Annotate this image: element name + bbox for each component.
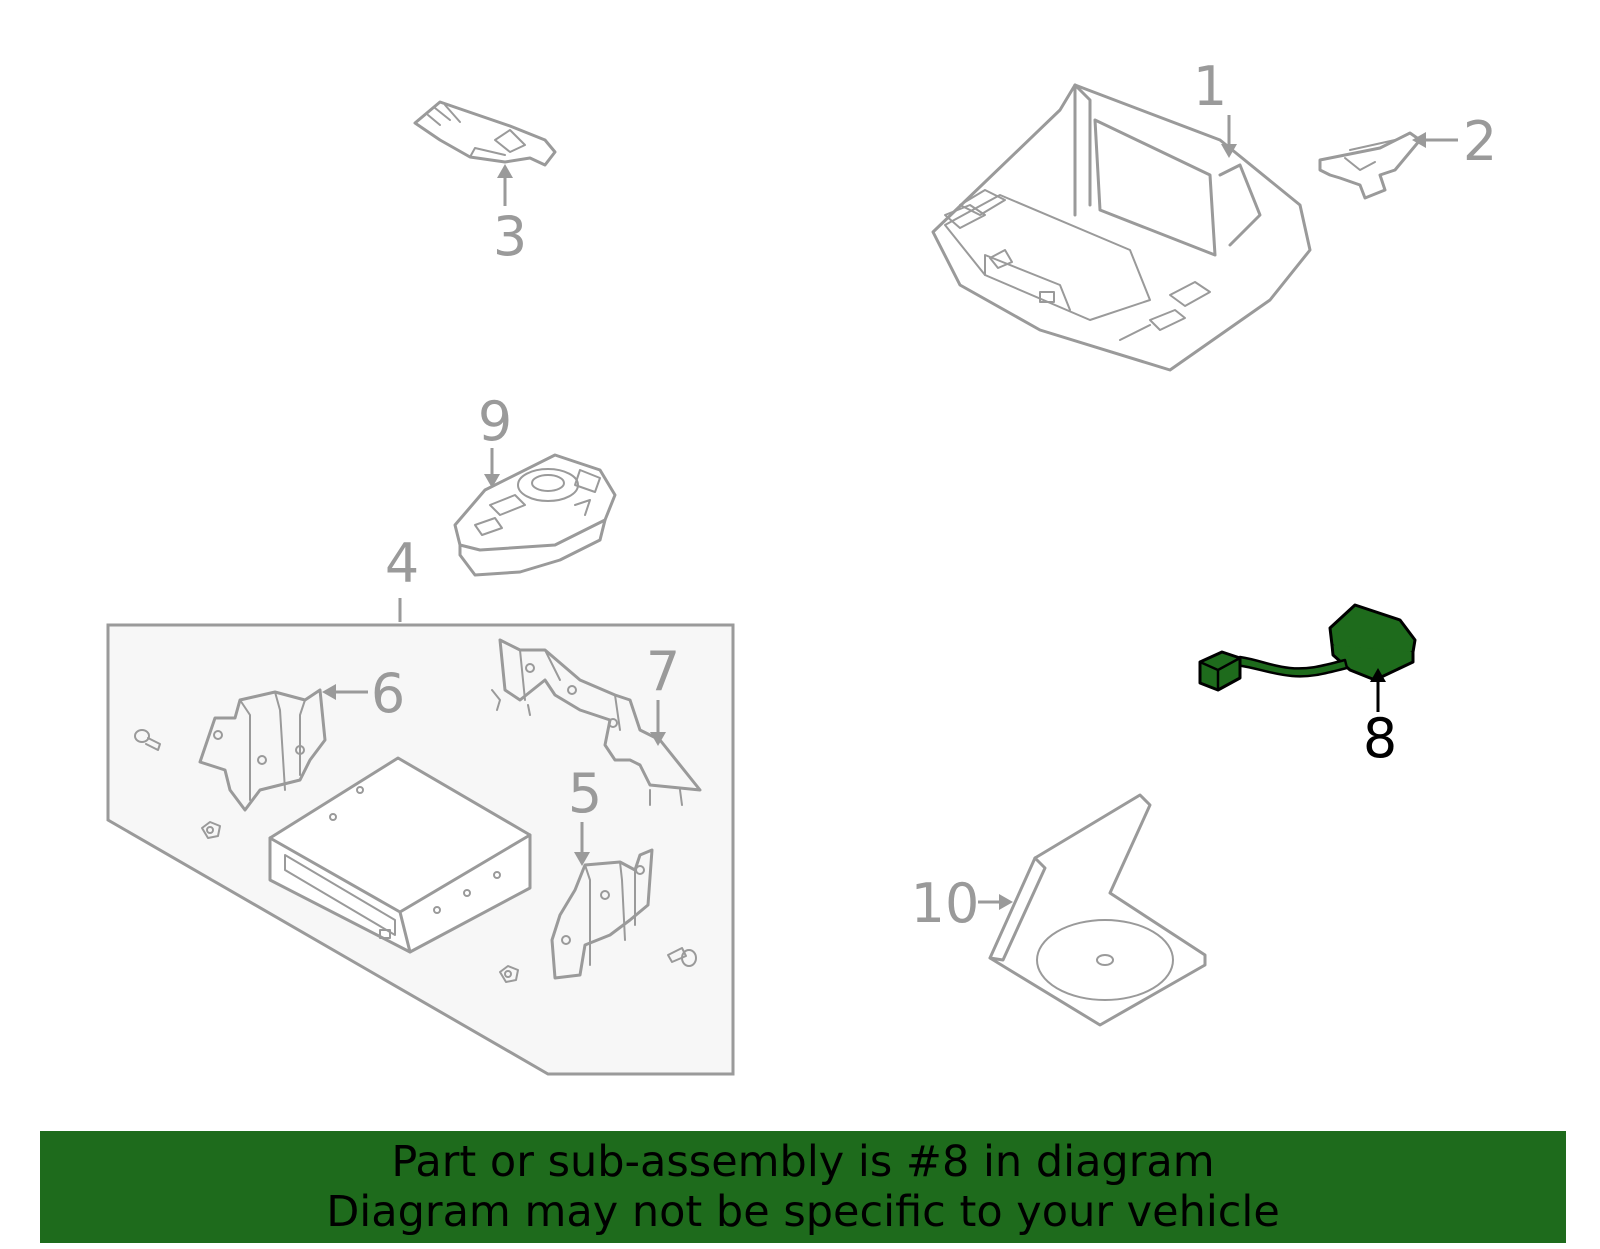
callout-9: 9	[478, 390, 512, 453]
screw-icon	[667, 947, 697, 967]
banner-line-2: Diagram may not be specific to your vehi…	[326, 1187, 1280, 1237]
part-2-clip	[1318, 131, 1422, 200]
arrowhead-5	[574, 852, 590, 866]
screw-icon	[134, 729, 161, 751]
callout-8: 8	[1363, 707, 1397, 770]
part-10-disc-sleeve	[988, 793, 1207, 1027]
nut-icon	[499, 965, 519, 983]
part-8-gps-antenna	[1198, 603, 1417, 692]
callout-1: 1	[1193, 55, 1227, 118]
arrowhead-3	[497, 164, 513, 178]
part-6-bracket	[198, 688, 327, 812]
part-5-bracket	[550, 848, 654, 980]
info-banner: Part or sub-assembly is #8 in diagram Di…	[40, 1131, 1566, 1243]
callout-10: 10	[911, 872, 980, 935]
callout-3: 3	[493, 205, 527, 268]
part-nav-unit	[268, 756, 532, 954]
part-1-display-bezel	[931, 83, 1312, 372]
part-9-controller	[453, 453, 617, 577]
arrowhead-10	[999, 894, 1013, 910]
arrowhead-2	[1412, 132, 1426, 148]
callout-5: 5	[568, 762, 602, 825]
callout-7: 7	[646, 640, 680, 703]
arrowhead-8	[1370, 668, 1386, 682]
banner-line-1: Part or sub-assembly is #8 in diagram	[391, 1137, 1215, 1187]
arrowhead-9	[484, 474, 500, 488]
part-3-bracket	[413, 100, 557, 167]
fasteners	[134, 729, 697, 983]
callout-4: 4	[385, 532, 419, 595]
callout-2: 2	[1463, 110, 1497, 173]
arrowhead-6	[322, 684, 336, 700]
part-7-bracket	[491, 638, 702, 806]
nut-icon	[201, 821, 221, 839]
callout-6: 6	[371, 662, 405, 725]
arrowhead-1	[1221, 144, 1237, 158]
arrowhead-7	[650, 732, 666, 746]
